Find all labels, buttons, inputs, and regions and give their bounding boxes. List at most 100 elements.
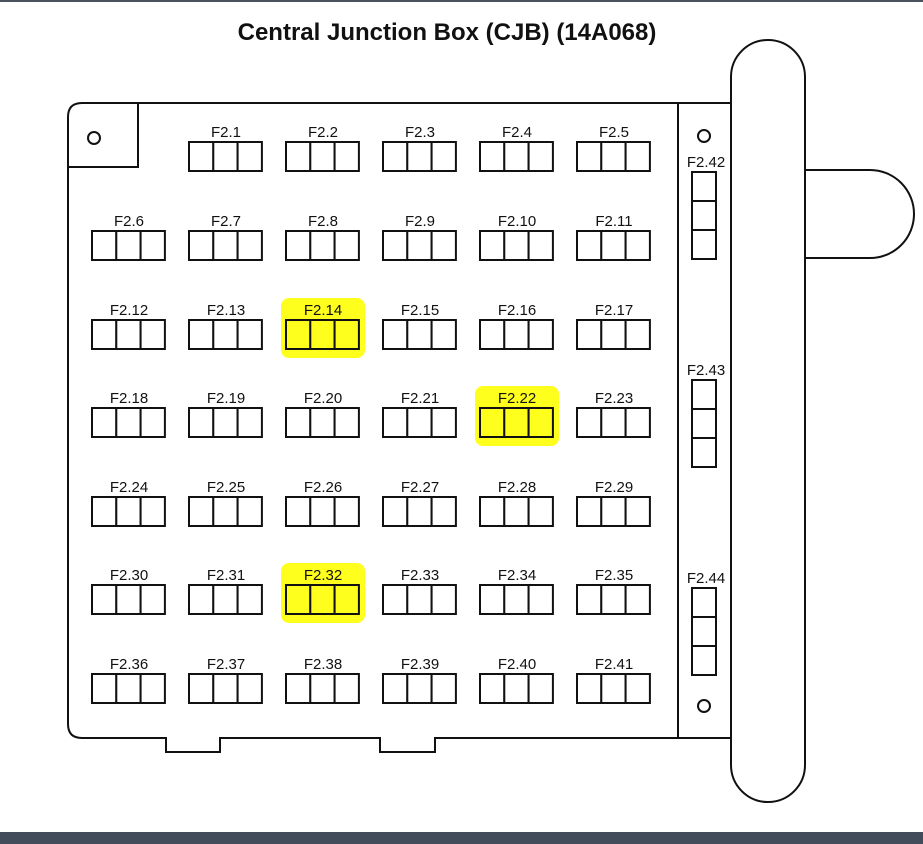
fuse-cell — [406, 141, 433, 172]
side-tab — [803, 169, 915, 259]
fuse-f2-41: F2.41 — [576, 656, 651, 704]
fuse-cell — [430, 407, 457, 438]
fuse-label: F2.18 — [110, 390, 148, 407]
fuse-cell — [212, 496, 239, 527]
fuse-f2-14: F2.14 — [281, 298, 365, 358]
fuse-label: F2.19 — [207, 390, 245, 407]
fuse-f2-35: F2.35 — [576, 567, 651, 615]
fuse-label: F2.4 — [502, 124, 532, 141]
fuse-cell — [236, 141, 263, 172]
fuse-cell — [406, 496, 433, 527]
mounting-hole-bottom-right — [697, 699, 711, 713]
fuse-label: F2.40 — [498, 656, 536, 673]
fuse-label: F2.41 — [595, 656, 633, 673]
fuse-cell — [212, 141, 239, 172]
fuse-cell — [479, 141, 506, 172]
fuse-label: F2.34 — [498, 567, 536, 584]
fuse-cell — [503, 673, 530, 704]
fuse-cell — [91, 496, 118, 527]
fuse-cell — [624, 319, 651, 350]
fuse-cell — [309, 584, 336, 615]
fuse-f2-9: F2.9 — [382, 213, 457, 261]
fuse-cell — [624, 673, 651, 704]
fuse-cell — [600, 407, 627, 438]
fuse-cell — [430, 496, 457, 527]
fuse-cell — [236, 496, 263, 527]
fuse-label: F2.2 — [308, 124, 338, 141]
fuse-cell — [503, 496, 530, 527]
fuse-label: F2.33 — [401, 567, 439, 584]
fuse-cell — [576, 319, 603, 350]
fuse-cell — [600, 319, 627, 350]
fuse-f2-8: F2.8 — [285, 213, 360, 261]
fuse-cell — [576, 496, 603, 527]
fuse-cell — [115, 407, 142, 438]
fuse-cell — [139, 230, 166, 261]
fuse-f2-25: F2.25 — [188, 479, 263, 527]
fuse-cell — [624, 496, 651, 527]
fuse-cell — [91, 584, 118, 615]
fuse-f2-30: F2.30 — [91, 567, 166, 615]
fuse-cell — [236, 230, 263, 261]
fuse-cell — [576, 230, 603, 261]
fuse-label: F2.16 — [498, 302, 536, 319]
fuse-cell — [285, 673, 312, 704]
fuse-f2-7: F2.7 — [188, 213, 263, 261]
fuse-f2-44: F2.44 — [687, 570, 725, 676]
fuse-f2-37: F2.37 — [188, 656, 263, 704]
fuse-cell — [527, 230, 554, 261]
fuse-label: F2.22 — [498, 390, 536, 407]
fuse-cell — [212, 407, 239, 438]
fuse-cell — [115, 230, 142, 261]
fuse-label: F2.11 — [595, 213, 632, 230]
fuse-cell — [527, 141, 554, 172]
fuse-label: F2.25 — [207, 479, 245, 496]
fuse-cell — [503, 230, 530, 261]
fuse-cell — [576, 673, 603, 704]
fuse-cell — [236, 319, 263, 350]
fuse-label: F2.17 — [595, 302, 633, 319]
fuse-cell — [188, 407, 215, 438]
fuse-cell — [115, 584, 142, 615]
fuse-f2-12: F2.12 — [91, 302, 166, 350]
box-handle — [730, 39, 806, 803]
fuse-cell — [309, 496, 336, 527]
fuse-cell — [503, 407, 530, 438]
fuse-label: F2.27 — [401, 479, 439, 496]
fuse-label: F2.28 — [498, 479, 536, 496]
fuse-label: F2.5 — [599, 124, 629, 141]
fuse-cell — [624, 584, 651, 615]
fuse-cell — [309, 319, 336, 350]
fuse-cell — [624, 230, 651, 261]
fuse-cell — [333, 319, 360, 350]
fuse-cell — [430, 319, 457, 350]
fuse-label: F2.14 — [304, 302, 342, 319]
corner-notch — [68, 103, 139, 168]
fuse-cell — [406, 673, 433, 704]
mounting-hole-left — [87, 131, 101, 145]
fuse-label: F2.36 — [110, 656, 148, 673]
fuse-f2-19: F2.19 — [188, 390, 263, 438]
fuse-label: F2.1 — [211, 124, 241, 141]
fuse-cell — [382, 141, 409, 172]
fuse-cell — [691, 616, 717, 647]
fuse-cell — [382, 407, 409, 438]
fuse-label: F2.23 — [595, 390, 633, 407]
fuse-cell — [333, 496, 360, 527]
fuse-f2-42: F2.42 — [687, 154, 725, 260]
fuse-cell — [600, 141, 627, 172]
fuse-cell — [691, 379, 717, 410]
fuse-cell — [115, 673, 142, 704]
fuse-label: F2.20 — [304, 390, 342, 407]
fuse-label: F2.15 — [401, 302, 439, 319]
fuse-cell — [691, 171, 717, 202]
fuse-f2-38: F2.38 — [285, 656, 360, 704]
fuse-f2-10: F2.10 — [479, 213, 554, 261]
fuse-label: F2.38 — [304, 656, 342, 673]
fuse-cell — [600, 230, 627, 261]
fuse-label: F2.24 — [110, 479, 148, 496]
fuse-f2-11: F2.11 — [576, 213, 651, 261]
fuse-cell — [236, 407, 263, 438]
fuse-f2-21: F2.21 — [382, 390, 457, 438]
